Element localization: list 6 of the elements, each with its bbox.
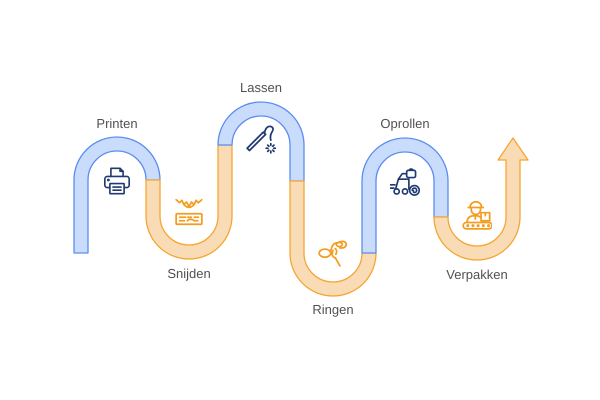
- step-label: Snijden: [167, 266, 211, 282]
- step-label: Lassen: [240, 80, 282, 96]
- step-label: Ringen: [312, 302, 354, 318]
- step-label: Oprollen: [380, 116, 430, 132]
- step-label: Verpakken: [446, 267, 508, 283]
- step-label: Printen: [96, 116, 138, 132]
